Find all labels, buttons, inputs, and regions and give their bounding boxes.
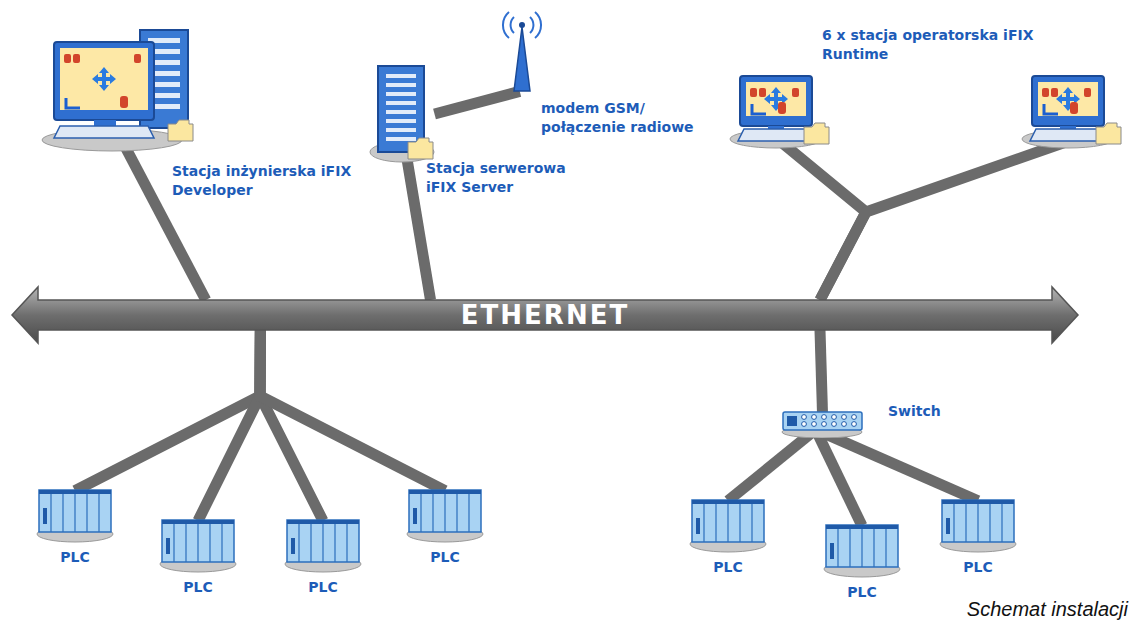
device-label: Stacja inżynierska iFIX Developer (172, 162, 352, 200)
plc-icon (283, 518, 363, 573)
operator-station-icon (1020, 74, 1125, 149)
plc-icon (158, 518, 238, 573)
network-cable (781, 142, 867, 301)
device-label: PLC (405, 548, 485, 567)
plc: PLC (822, 523, 902, 578)
plc-icon (938, 498, 1018, 553)
network-cable (820, 330, 823, 413)
network-cable (435, 91, 520, 114)
bus-label: ETHERNET (10, 285, 1080, 345)
device-label: Switch (888, 402, 968, 421)
plc: PLC (938, 498, 1018, 553)
network-cable (820, 142, 1067, 301)
plc-icon (35, 488, 115, 543)
plc-icon (405, 488, 485, 543)
device-label: modem GSM/ połączenie radiowe (541, 99, 716, 137)
network-cable (816, 430, 978, 501)
plc: PLC (283, 518, 363, 573)
operator-station: 6 x stacja operatorska iFIX Runtime (728, 74, 833, 149)
network-switch-icon (780, 410, 865, 438)
plc: PLC (158, 518, 238, 573)
network-cable (728, 430, 816, 501)
network-switch: Switch (780, 410, 865, 438)
plc: PLC (405, 488, 485, 543)
device-label: PLC (822, 583, 902, 602)
device-label: PLC (35, 548, 115, 567)
device-label: PLC (283, 578, 363, 597)
operator-station-icon (728, 74, 833, 149)
network-cable (198, 330, 260, 521)
plc-icon (822, 523, 902, 578)
network-cable (407, 156, 431, 300)
ethernet-bus: ETHERNET (10, 285, 1080, 345)
caption: Schemat instalacji (967, 598, 1128, 621)
device-label: 6 x stacja operatorska iFIX Runtime (822, 26, 1037, 64)
gsm-modem-icon (495, 5, 550, 95)
server-station-icon (368, 64, 438, 164)
server-station: Stacja serwerowa iFIX Server (368, 64, 438, 164)
network-cable (75, 330, 260, 491)
device-label: PLC (688, 558, 768, 577)
plc: PLC (35, 488, 115, 543)
engineering-station-icon (40, 28, 205, 153)
device-label: Stacja serwerowa iFIX Server (426, 159, 596, 197)
device-label: PLC (938, 558, 1018, 577)
engineering-station: Stacja inżynierska iFIX Developer (40, 28, 205, 153)
gsm-modem: modem GSM/ połączenie radiowe (495, 5, 550, 95)
device-label: PLC (158, 578, 238, 597)
operator-station (1020, 74, 1125, 149)
plc: PLC (688, 498, 768, 553)
network-cable (260, 330, 445, 491)
plc-icon (688, 498, 768, 553)
